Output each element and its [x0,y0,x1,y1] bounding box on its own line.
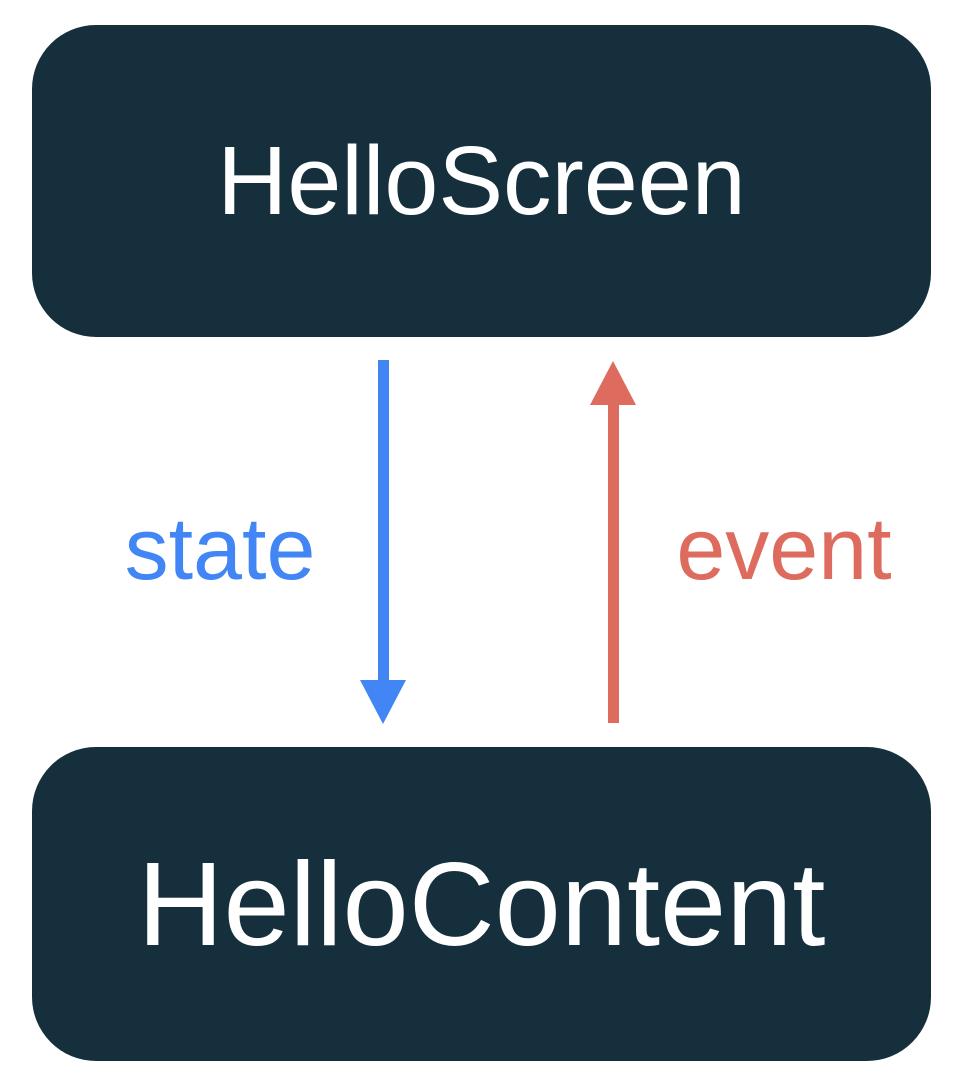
event-arrow-line [608,404,619,723]
state-edge-label: state [124,499,316,598]
node-hello-content: HelloContent [32,747,931,1061]
node-hello-screen-label: HelloScreen [217,126,746,235]
node-hello-content-label: HelloContent [137,837,826,971]
state-arrow-line [378,360,389,682]
event-edge-label: event [676,499,892,598]
event-arrow-up-icon [590,361,636,405]
state-arrow-down-icon [360,680,406,724]
node-hello-screen: HelloScreen [32,25,931,337]
